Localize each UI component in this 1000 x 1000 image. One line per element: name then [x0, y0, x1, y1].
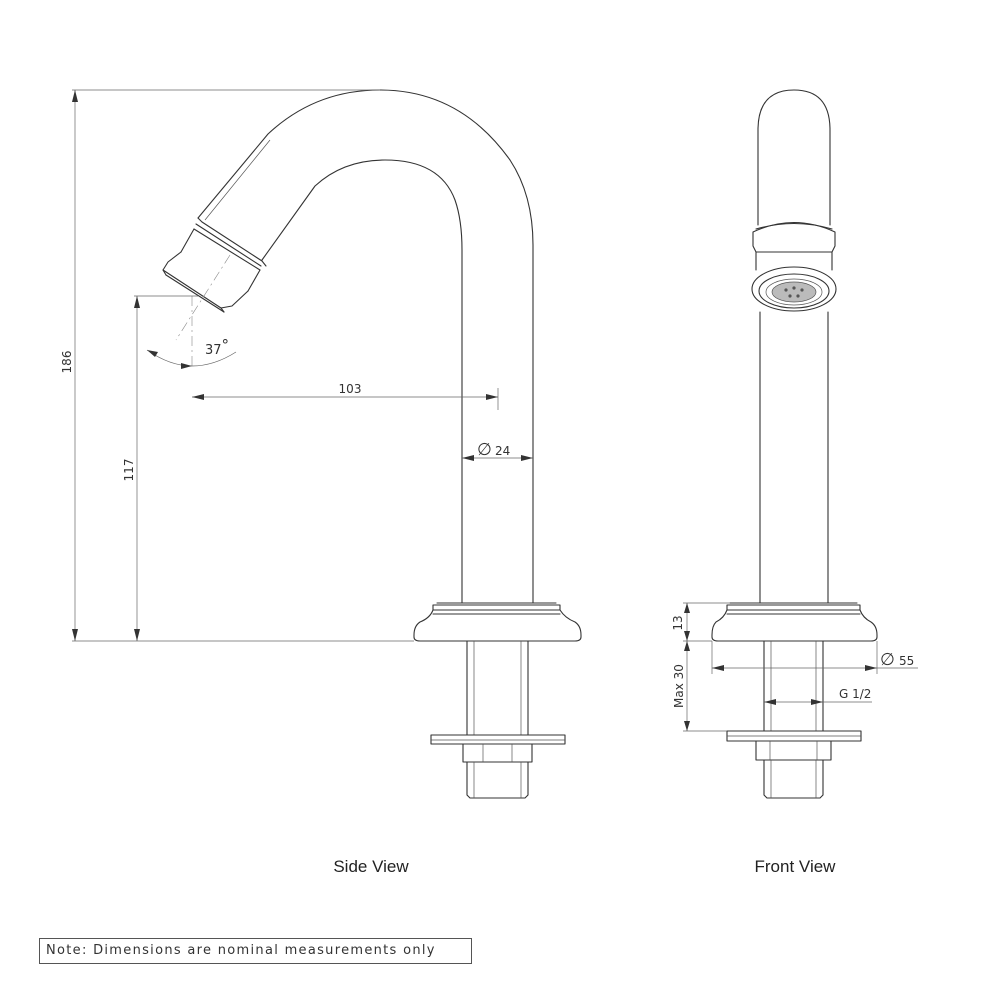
dim-flange-diameter-label: 55	[899, 654, 914, 668]
dim-flange-height-label: 13	[671, 615, 685, 630]
front-view: 13 Max 30 ∅ 55 G 1/2 Front View	[671, 89, 918, 876]
dim-spout-diameter-symbol: ∅	[477, 440, 492, 460]
dim-angle: 37°	[146, 336, 237, 369]
front-base-flange	[711, 602, 878, 642]
dim-reach: 103	[192, 382, 499, 410]
dim-mounting-depth: Max 30	[672, 641, 727, 732]
side-outlet-collar	[162, 217, 267, 313]
dim-overall-height: 186	[60, 89, 414, 642]
side-spout	[197, 89, 534, 604]
dim-thread: G 1/2	[764, 687, 872, 705]
dim-overall-height-label: 186	[60, 351, 74, 374]
front-view-label: Front View	[755, 857, 837, 876]
dim-flange-height: 13	[671, 602, 730, 642]
front-spout	[757, 89, 831, 604]
front-collar	[752, 221, 836, 271]
outlet-centerline	[175, 254, 231, 341]
dim-outlet-height-label: 117	[122, 459, 136, 482]
dim-flange-diameter: ∅ 55	[711, 641, 918, 674]
dim-thread-label: G 1/2	[839, 687, 871, 701]
side-shank	[430, 640, 566, 799]
dim-spout-diameter: ∅ 24	[462, 440, 533, 461]
dim-flange-diameter-symbol: ∅	[880, 650, 895, 670]
front-aerator	[751, 266, 837, 312]
side-view-label: Side View	[333, 857, 409, 876]
dim-outlet-height: 117	[122, 295, 198, 641]
dim-angle-label: 37	[205, 343, 222, 358]
dim-angle-unit: °	[222, 336, 230, 354]
dim-spout-diameter-label: 24	[495, 444, 510, 458]
side-view: 186 117 37° 103	[60, 89, 582, 876]
side-base-flange	[413, 602, 582, 642]
front-shank	[726, 640, 862, 799]
dim-mounting-depth-label: Max 30	[672, 664, 686, 708]
dim-reach-label: 103	[339, 382, 362, 396]
dimensions-note: Note: Dimensions are nominal measurement…	[39, 938, 472, 964]
svg-text:37°: 37°	[205, 336, 229, 358]
